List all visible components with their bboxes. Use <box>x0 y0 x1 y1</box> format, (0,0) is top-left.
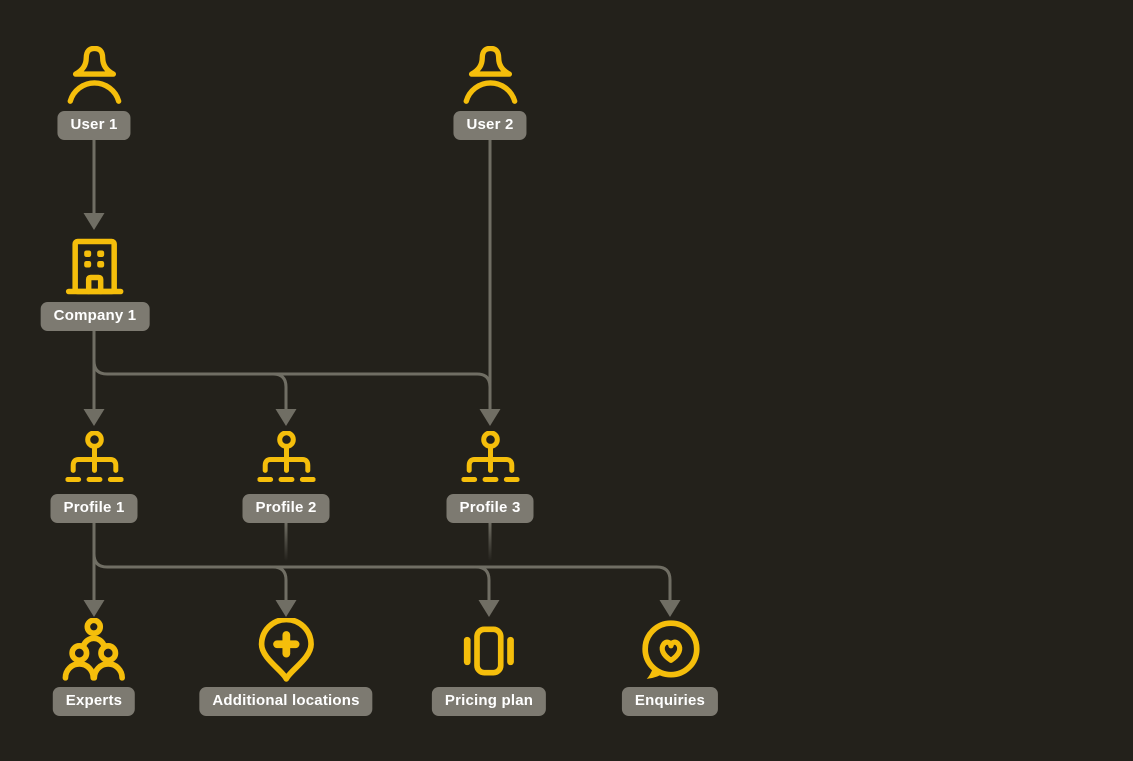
node-profile3: Profile 3 <box>446 431 534 523</box>
node-label-user2: User 2 <box>453 111 527 140</box>
arrowhead-additional-locations <box>275 600 297 617</box>
node-user2: User 2 <box>453 46 527 140</box>
node-profile1: Profile 1 <box>50 431 138 523</box>
node-user1: User 1 <box>57 46 131 140</box>
connector-trunk-profile2 <box>271 372 288 412</box>
arrowhead-pricing-plan <box>478 600 500 617</box>
node-label-additional-locations: Additional locations <box>199 687 373 716</box>
connector-trunk-pricing-plan <box>474 565 491 603</box>
node-company1: Company 1 <box>40 234 150 331</box>
node-pricing-plan: Pricing plan <box>431 618 547 716</box>
arrowhead-profile2 <box>275 409 297 426</box>
node-label-experts: Experts <box>52 687 136 716</box>
experts-group-icon <box>62 618 126 681</box>
node-experts: Experts <box>52 618 136 716</box>
connector-trunk-additional-locations <box>271 565 288 603</box>
node-profile2: Profile 2 <box>242 431 330 523</box>
node-label-profile2: Profile 2 <box>242 494 330 523</box>
enquiries-chat-heart-icon <box>642 620 700 679</box>
arrowhead-company1 <box>83 213 105 230</box>
connector-lower-trunk <box>92 552 672 603</box>
node-label-pricing-plan: Pricing plan <box>431 687 547 716</box>
node-label-enquiries: Enquiries <box>621 687 719 716</box>
profile-sitemap-icon <box>65 431 123 482</box>
arrowhead-enquiries <box>659 600 681 617</box>
arrowhead-profile1 <box>83 409 105 426</box>
pricing-plan-icon <box>463 626 515 676</box>
connector-company1-trunk <box>92 359 492 389</box>
node-label-company1: Company 1 <box>40 302 150 331</box>
profile-sitemap-icon <box>257 431 315 482</box>
arrowhead-experts <box>83 600 105 617</box>
user-icon <box>463 46 517 104</box>
arrowhead-profile3 <box>479 409 501 426</box>
node-additional-locations: Additional locations <box>199 618 373 716</box>
node-label-profile1: Profile 1 <box>50 494 138 523</box>
company-building-icon <box>66 238 124 295</box>
profile-sitemap-icon <box>461 431 519 482</box>
node-enquiries: Enquiries <box>621 618 719 716</box>
node-label-profile3: Profile 3 <box>446 494 534 523</box>
user-icon <box>67 46 121 104</box>
location-pin-plus-icon <box>258 618 314 682</box>
node-label-user1: User 1 <box>57 111 131 140</box>
